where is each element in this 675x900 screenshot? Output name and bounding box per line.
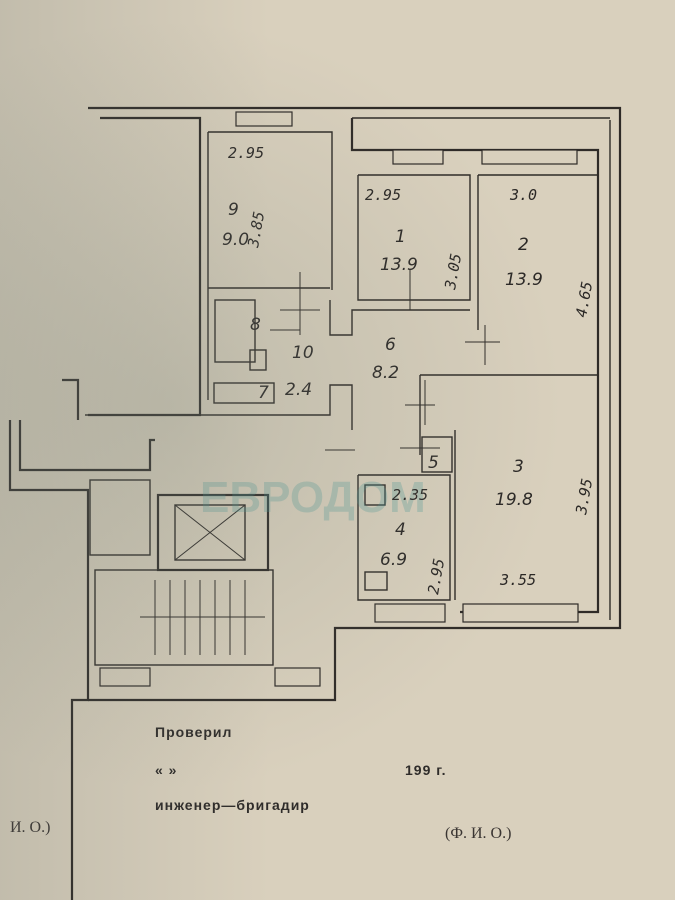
stamp-checked-label: Проверил xyxy=(155,724,232,740)
room-2-area: 13.9 xyxy=(505,270,543,290)
room-8-number: 8 xyxy=(250,315,261,335)
stamp-initials-left: И. О.) xyxy=(10,819,50,836)
dimension-labels: 2.95 3.85 2.95 3.05 3.0 4.65 3.95 3.55 2… xyxy=(228,144,596,596)
room-2-number: 2 xyxy=(518,235,529,255)
room-1-area: 13.9 xyxy=(380,255,418,275)
room-5-number: 5 xyxy=(428,453,439,473)
room-3-number: 3 xyxy=(513,457,524,477)
stamp-year: 199 г. xyxy=(405,762,447,778)
room-10-number: 10 xyxy=(292,343,314,363)
room-labels: 9 9.0 1 13.9 2 13.9 6 8.2 10 2.4 8 7 5 3… xyxy=(222,200,543,570)
dim-room-9-width: 2.95 xyxy=(228,144,264,162)
partitions xyxy=(85,131,598,601)
verification-stamp: Проверил « » 199 г. инженер—бригадир И. … xyxy=(10,724,511,842)
room-3-area: 19.8 xyxy=(495,490,533,510)
stamp-role: инженер—бригадир xyxy=(155,797,310,813)
dim-room-3-width: 3.55 xyxy=(499,571,536,589)
dim-room-4-length: 2.95 xyxy=(424,557,448,596)
room-6-number: 6 xyxy=(385,335,396,355)
dim-room-2-length: 4.65 xyxy=(572,280,596,319)
stairwell xyxy=(8,378,321,900)
room-4-number: 4 xyxy=(395,520,406,540)
room-7-number: 7 xyxy=(258,383,269,403)
dim-room-2-width: 3.0 xyxy=(509,186,537,204)
dim-room-4-width: 2.35 xyxy=(392,486,428,504)
room-4-area: 6.9 xyxy=(380,550,407,570)
room-10-area: 2.4 xyxy=(285,380,312,400)
room-6-area: 8.2 xyxy=(372,363,399,383)
windows xyxy=(235,111,579,623)
dim-room-1-width: 2.95 xyxy=(365,186,401,204)
stamp-quote-marks: « » xyxy=(155,762,177,778)
dim-room-1-length: 3.05 xyxy=(441,252,465,292)
room-9-area: 9.0 xyxy=(222,230,249,250)
watermark-text: ЕВРОДОМ xyxy=(200,473,426,522)
room-1-number: 1 xyxy=(395,227,406,247)
stamp-initials-right: (Ф. И. О.) xyxy=(445,825,511,842)
room-9-number: 9 xyxy=(228,200,239,220)
dim-room-3-length: 3.95 xyxy=(572,477,596,517)
dim-room-9-length: 3.85 xyxy=(244,210,268,250)
